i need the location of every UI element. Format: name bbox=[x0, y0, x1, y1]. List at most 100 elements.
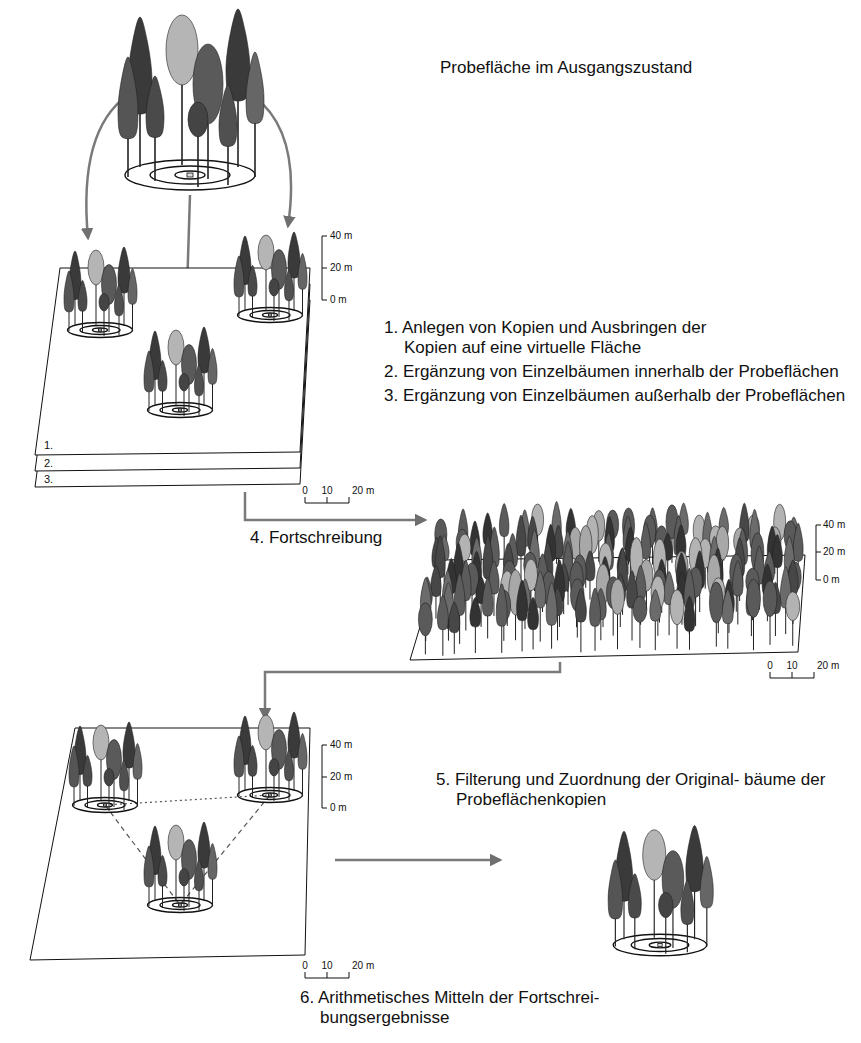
plot-centre bbox=[658, 944, 662, 947]
plot-ring bbox=[649, 942, 671, 948]
plot-centre bbox=[187, 173, 193, 177]
tree-trunk bbox=[639, 620, 640, 648]
plot-ring bbox=[93, 328, 108, 332]
conifer-crown bbox=[158, 361, 167, 392]
step-text: 6. Arithmetisches Mitteln der Fortschrei… bbox=[300, 988, 690, 1028]
step-text: 1. Anlegen von Kopien und Ausbringen der… bbox=[384, 318, 734, 358]
broadleaf-crown bbox=[418, 603, 432, 636]
plot-ring bbox=[250, 311, 290, 320]
conifer-crown bbox=[499, 504, 508, 537]
conifer-crown bbox=[78, 281, 87, 312]
length-scale bbox=[305, 497, 349, 503]
plot-ring bbox=[73, 798, 138, 813]
conifer-crown bbox=[158, 856, 167, 887]
conifer-crown bbox=[298, 734, 307, 770]
plot-ring bbox=[238, 788, 303, 803]
conifer-crown bbox=[437, 595, 448, 629]
conifer-crown bbox=[208, 844, 217, 880]
plot-ring bbox=[68, 323, 133, 338]
conifer-crown bbox=[219, 85, 237, 146]
broadleaf-crown bbox=[188, 102, 208, 137]
plot-ring bbox=[175, 171, 205, 179]
conifer-crown bbox=[298, 254, 307, 290]
conifer-crown bbox=[681, 880, 694, 924]
plot-ring bbox=[631, 939, 689, 952]
conifer-crown bbox=[118, 57, 138, 139]
scale-label: 20 m bbox=[352, 960, 374, 972]
plot-centre bbox=[179, 409, 182, 411]
layer-number: 1. bbox=[44, 439, 53, 452]
broadleaf-crown bbox=[269, 279, 279, 297]
tree-trunk bbox=[274, 774, 275, 801]
conifer-crown bbox=[546, 582, 557, 625]
tree-trunk bbox=[617, 611, 618, 649]
step-text: 5. Filterung und Zuordnung der Original-… bbox=[436, 770, 836, 810]
conifer-crown bbox=[650, 590, 661, 622]
layer-number: 3. bbox=[44, 473, 53, 486]
height-scale bbox=[816, 525, 821, 580]
tree-trunk bbox=[694, 884, 695, 939]
layer-number: 2. bbox=[44, 457, 53, 470]
conifer-crown bbox=[585, 551, 595, 581]
broadleaf-crown bbox=[763, 581, 777, 617]
tree-trunk bbox=[302, 765, 303, 796]
tree-trunk bbox=[557, 612, 558, 640]
process-arrow bbox=[265, 662, 560, 718]
conifer-crown bbox=[431, 566, 441, 597]
scale-label: 40 m bbox=[330, 739, 352, 751]
tree-trunk bbox=[101, 757, 102, 801]
conifer-crown bbox=[194, 365, 203, 396]
tree-trunk bbox=[465, 596, 466, 631]
plot-ring bbox=[148, 403, 213, 418]
tree-trunk bbox=[96, 282, 97, 326]
step-text: 2. Ergänzung von Einzelbäumen innerhalb … bbox=[384, 362, 852, 382]
plot-ring bbox=[148, 898, 213, 913]
scale-label: 40 m bbox=[823, 519, 845, 531]
conifer-crown bbox=[69, 746, 79, 787]
broadleaf-crown bbox=[709, 582, 723, 623]
conifer-crown bbox=[517, 580, 528, 621]
broadleaf-crown bbox=[670, 590, 684, 625]
tree-trunk bbox=[695, 594, 696, 626]
broadleaf-crown bbox=[99, 294, 109, 312]
conifer-crown bbox=[114, 285, 123, 316]
plot-ring bbox=[263, 313, 278, 317]
plot-centre bbox=[269, 794, 272, 796]
plot-ring bbox=[80, 326, 120, 335]
plot-centre bbox=[99, 329, 102, 331]
tree-trunk bbox=[254, 115, 256, 177]
conifer-crown bbox=[535, 571, 546, 608]
scale-label: 20 m bbox=[330, 771, 352, 783]
plot-ring bbox=[85, 801, 125, 810]
tree-trunk bbox=[706, 902, 707, 947]
plot-ring bbox=[263, 793, 278, 797]
tree-trunk bbox=[475, 623, 476, 653]
broadleaf-crown bbox=[104, 769, 114, 787]
plot-centre bbox=[179, 904, 182, 906]
conifer-crown bbox=[449, 602, 460, 632]
plot-centre bbox=[104, 804, 107, 806]
tree-trunk bbox=[753, 614, 754, 650]
scale-label: 20 m bbox=[817, 660, 839, 672]
conifer-crown bbox=[246, 52, 264, 124]
plot-ring bbox=[250, 791, 290, 800]
tree-trunk bbox=[266, 267, 267, 311]
scale-label: 0 bbox=[302, 960, 308, 972]
conifer-crown bbox=[700, 856, 713, 908]
scale-label: 0 m bbox=[823, 574, 840, 586]
conifer-crown bbox=[733, 560, 744, 596]
conifer-crown bbox=[144, 846, 154, 887]
tree-trunk bbox=[104, 309, 105, 336]
conifer-crown bbox=[234, 256, 244, 297]
broadleaf-crown bbox=[179, 869, 189, 887]
conifer-crown bbox=[590, 588, 601, 626]
tree-trunk bbox=[176, 857, 177, 901]
conifer-crown bbox=[284, 270, 293, 301]
tree-trunk bbox=[132, 300, 133, 331]
tree-trunk bbox=[212, 875, 213, 906]
plot-ring bbox=[173, 903, 188, 907]
conifer-crown bbox=[128, 269, 137, 305]
tree-trunk bbox=[632, 604, 633, 641]
conifer-crown bbox=[528, 597, 539, 629]
